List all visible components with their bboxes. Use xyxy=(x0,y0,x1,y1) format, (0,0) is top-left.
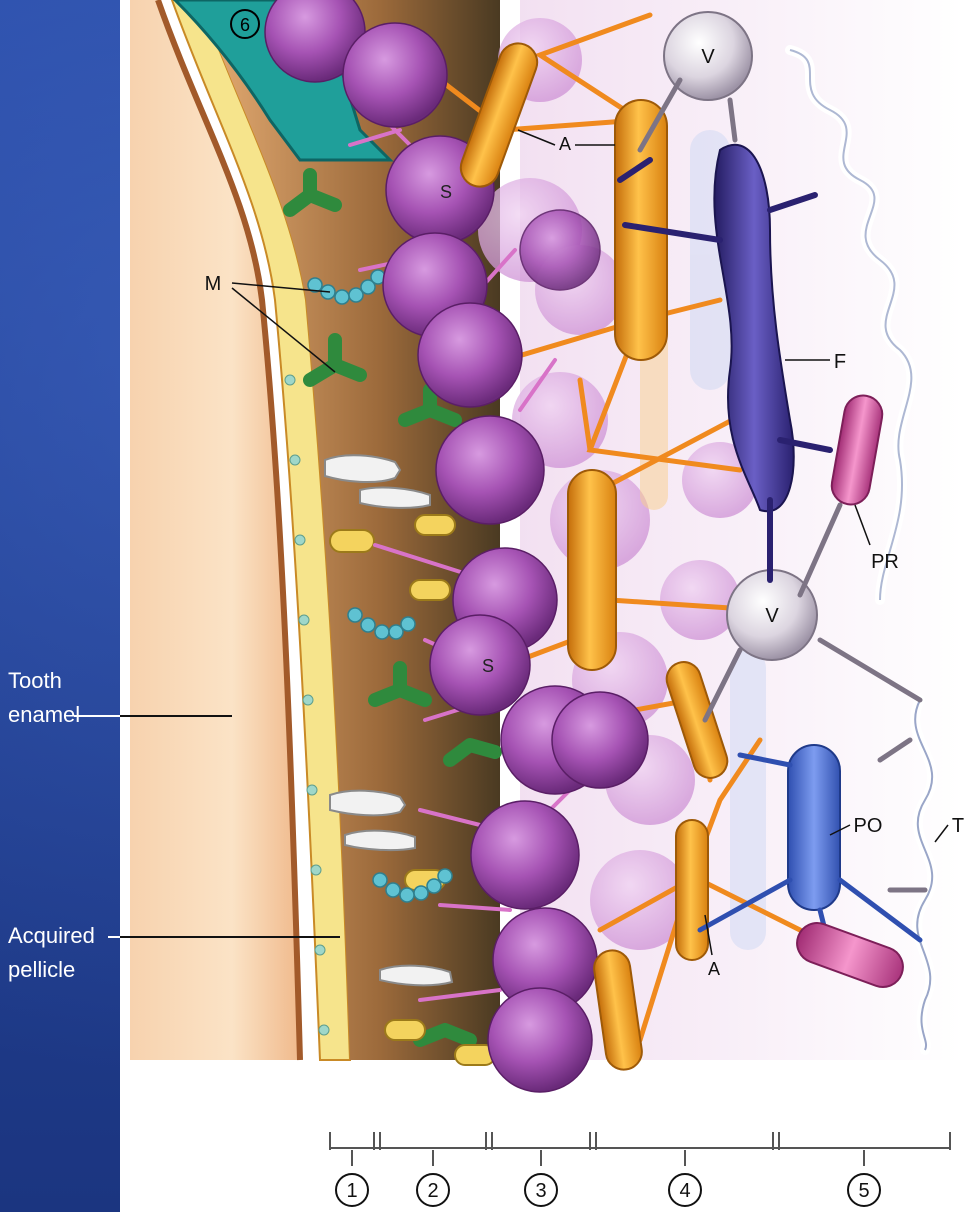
label-a-bottom: A xyxy=(708,959,720,979)
zone-label-3: 3 xyxy=(535,1180,546,1202)
label-m: M xyxy=(205,273,222,295)
label-acquired-pellicle-line2: pellicle xyxy=(8,957,75,982)
label-v-top: V xyxy=(701,46,715,68)
po-rod xyxy=(788,745,840,910)
label-pr: PR xyxy=(871,551,899,573)
zone-label-5: 5 xyxy=(858,1180,869,1202)
zone-label-4: 4 xyxy=(679,1180,690,1202)
region-six-label: 6 xyxy=(240,15,250,35)
label-s-top: S xyxy=(440,182,452,202)
label-f: F xyxy=(834,351,846,373)
label-acquired-pellicle-line1: Acquired xyxy=(8,923,95,948)
label-t: T xyxy=(952,815,964,837)
label-po: PO xyxy=(854,815,883,837)
label-v-mid: V xyxy=(765,605,779,627)
zone-label-2: 2 xyxy=(427,1180,438,1202)
label-tooth-enamel-line2: enamel xyxy=(8,702,80,727)
label-tooth-enamel-line1: Tooth xyxy=(8,668,62,693)
label-s-bottom: S xyxy=(482,656,494,676)
zone-label-1: 1 xyxy=(346,1180,357,1202)
label-a-top-1: A xyxy=(559,134,571,154)
